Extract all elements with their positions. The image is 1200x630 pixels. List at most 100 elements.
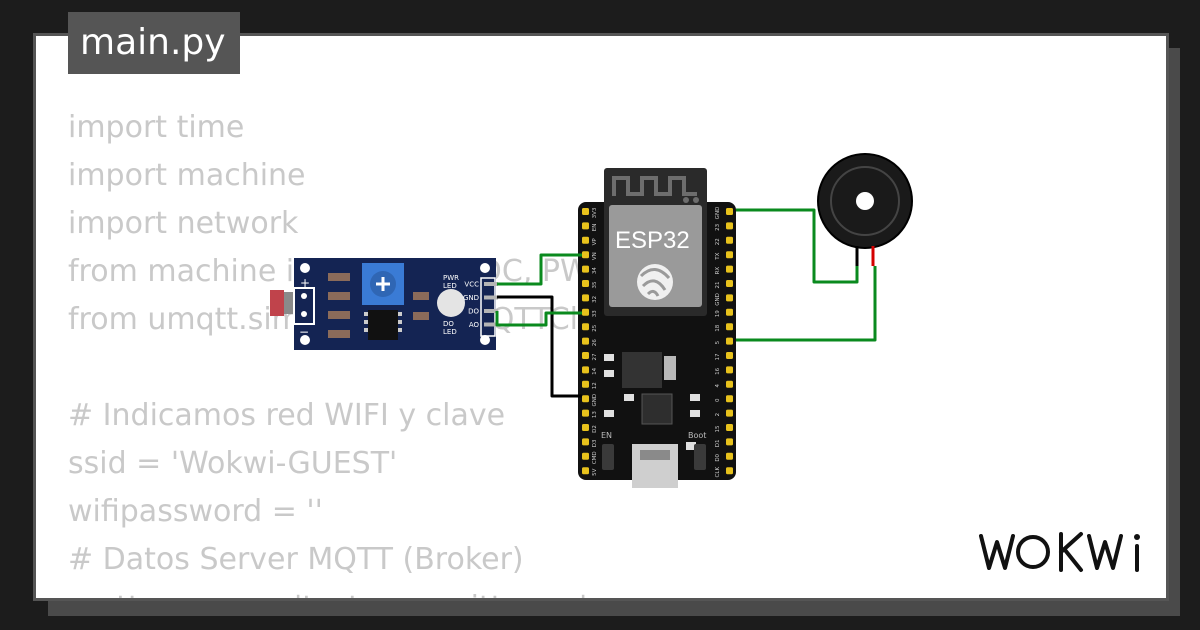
esp32-pin-d3[interactable] [582,438,589,446]
esp32-pin-label: 15 [715,425,721,432]
esp32-pin-label: 12 [592,382,598,389]
esp32-pin-gnd[interactable] [726,208,733,215]
potentiometer-cross-icon [376,277,390,291]
sensor-pin-vcc[interactable] [484,282,498,286]
esp32-pin-label: 5 [715,340,721,344]
esp32-pin-5v[interactable] [582,467,589,475]
esp32-pin-clk[interactable] [726,467,733,475]
wire-gnd[interactable] [497,295,582,398]
esp32-pin-35[interactable] [582,280,589,287]
esp32-pin-label: 32 [592,296,598,303]
mount-hole [300,335,310,345]
esp32-pin-12[interactable] [582,380,589,388]
ldr-icon [270,290,284,316]
plus-label: + [300,276,310,290]
esp32-board[interactable]: ESP32 3V3ENVPVN343532332526271412GND13D2… [578,168,736,488]
esp32-pin-label: 26 [592,339,598,346]
esp32-pin-tx[interactable] [726,251,733,259]
sensor-pin-header [480,277,496,337]
esp32-pin-gnd[interactable] [726,294,733,302]
esp32-pin-label: CLK [715,467,721,478]
smd-part [690,394,700,401]
esp32-pin-18[interactable] [726,323,733,331]
sensor-pin-do[interactable] [484,309,498,313]
esp32-pin-5[interactable] [726,337,733,345]
esp32-pin-label: VN [592,252,598,260]
regulator-tab [664,356,676,380]
smd-part [604,370,614,377]
sensor-pin-label: GND [463,294,479,302]
esp32-pin-d0[interactable] [726,452,733,460]
esp32-pin-4[interactable] [726,380,733,388]
sensor-pin-gnd[interactable] [484,295,498,300]
esp32-pin-d2[interactable] [582,424,589,431]
esp32-pin-label: GND [715,293,721,306]
resistor [413,312,429,320]
esp32-pin-23[interactable] [726,222,733,230]
esp32-pin-19[interactable] [726,308,733,316]
esp32-pin-cmd[interactable] [582,452,589,460]
ldr-pad [301,311,307,317]
usb-port-icon [640,450,670,460]
esp32-pin-label: RX [715,267,721,275]
esp32-pin-label: 4 [715,384,721,388]
esp32-pin-2[interactable] [726,409,733,417]
wire-ao[interactable] [495,311,582,327]
esp32-pin-22[interactable] [726,236,733,244]
esp32-pin-16[interactable] [726,366,733,374]
esp32-pin-vp[interactable] [582,236,589,244]
esp32-pin-33[interactable] [582,308,589,316]
esp32-pin-en[interactable] [582,222,589,230]
resistor [328,292,350,300]
esp32-pin-0[interactable] [726,395,733,403]
esp32-pin-34[interactable] [582,265,589,273]
wire-vcc[interactable] [497,253,582,286]
mount-hole [480,335,490,345]
esp32-pin-label: 3V3 [592,207,598,218]
esp32-pin-label: 27 [592,353,598,360]
wokwi-logo[interactable] [975,528,1150,576]
esp32-pin-label: 13 [592,411,598,418]
esp32-pin-rx[interactable] [726,265,733,273]
boot-button[interactable] [694,444,706,470]
esp32-pin-13[interactable] [582,409,589,417]
esp32-pin-3v3[interactable] [582,208,589,215]
code-line-2: import machine [68,158,306,193]
esp32-pin-gnd[interactable] [582,395,589,403]
code-line-8: ssid = 'Wokwi-GUEST' [68,446,398,481]
esp32-pin-25[interactable] [582,323,589,331]
esp32-pin-14[interactable] [582,366,589,374]
esp32-pin-17[interactable] [726,352,733,359]
code-line-7: # Indicamos red WIFI y clave [68,398,506,433]
esp32-pin-32[interactable] [582,294,589,302]
esp32-pin-vn[interactable] [582,251,589,259]
sensor-pin-label: VCC [464,281,479,289]
sensor-pin-ao[interactable] [484,322,498,327]
antenna-dot-icon [683,197,689,203]
code-line-3: import network [68,206,299,241]
esp32-pin-26[interactable] [582,337,589,345]
esp32-pin-label: 22 [715,238,721,245]
resistor [328,330,350,338]
file-tab-main-py[interactable]: main.py [68,12,240,74]
wire-buzzer-gnd[interactable] [736,208,859,284]
esp32-pin-27[interactable] [582,352,589,359]
espressif-logo-icon [637,264,673,300]
sensor-pin-label: AO [469,321,480,329]
shield-can [609,205,702,307]
esp32-pin-21[interactable] [726,280,733,287]
esp32-pin-label: 0 [715,398,721,402]
esp32-pin-d1[interactable] [726,438,733,446]
smd-part [686,442,696,450]
buzzer-ring [830,166,900,236]
piezo-buzzer[interactable] [817,153,913,266]
en-button[interactable] [602,444,614,470]
en-button-label: EN [601,431,612,440]
code-line-10: # Datos Server MQTT (Broker) [68,542,524,577]
esp32-pin-15[interactable] [726,424,733,431]
wire-buzzer-signal[interactable] [736,266,877,342]
esp32-pin-label: 16 [715,367,721,374]
